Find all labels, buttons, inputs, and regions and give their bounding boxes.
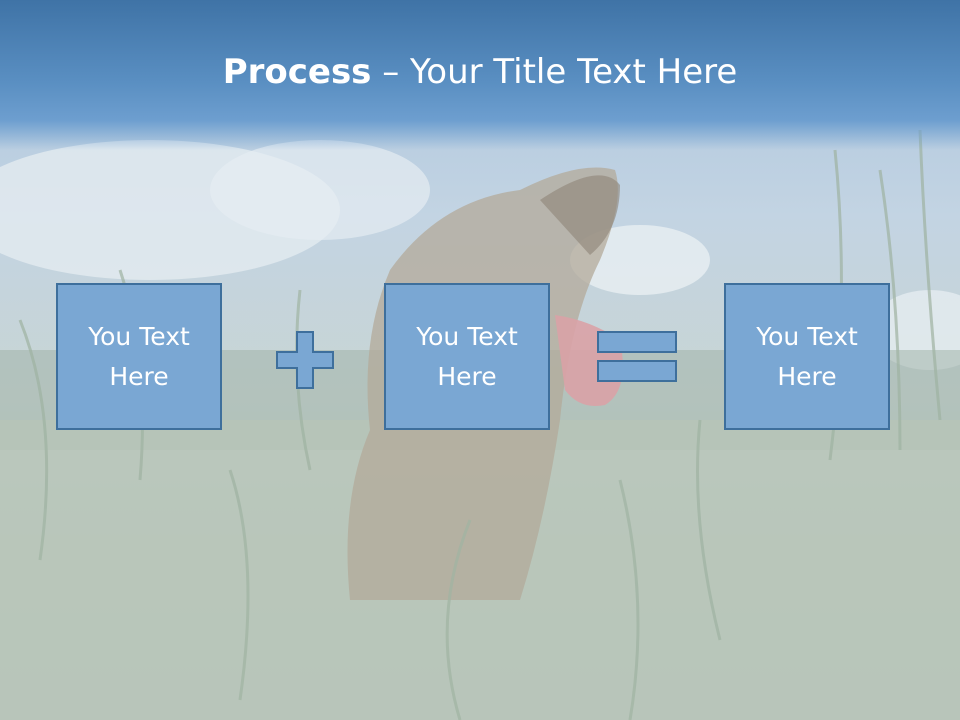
equals-icon [597,331,677,382]
title-rest: – Your Title Text Here [371,52,738,92]
process-box-2-text: You Text Here [416,321,518,391]
plus-icon [276,331,334,389]
process-box-2[interactable]: You Text Here [384,283,550,430]
process-box-3[interactable]: You Text Here [724,283,890,430]
title-bar [0,0,960,150]
process-box-3-text: You Text Here [756,321,858,391]
title-bold: Process [222,52,372,92]
process-box-1-text: You Text Here [88,321,190,391]
process-box-1[interactable]: You Text Here [56,283,222,430]
slide-title: Process – Your Title Text Here [0,52,960,92]
